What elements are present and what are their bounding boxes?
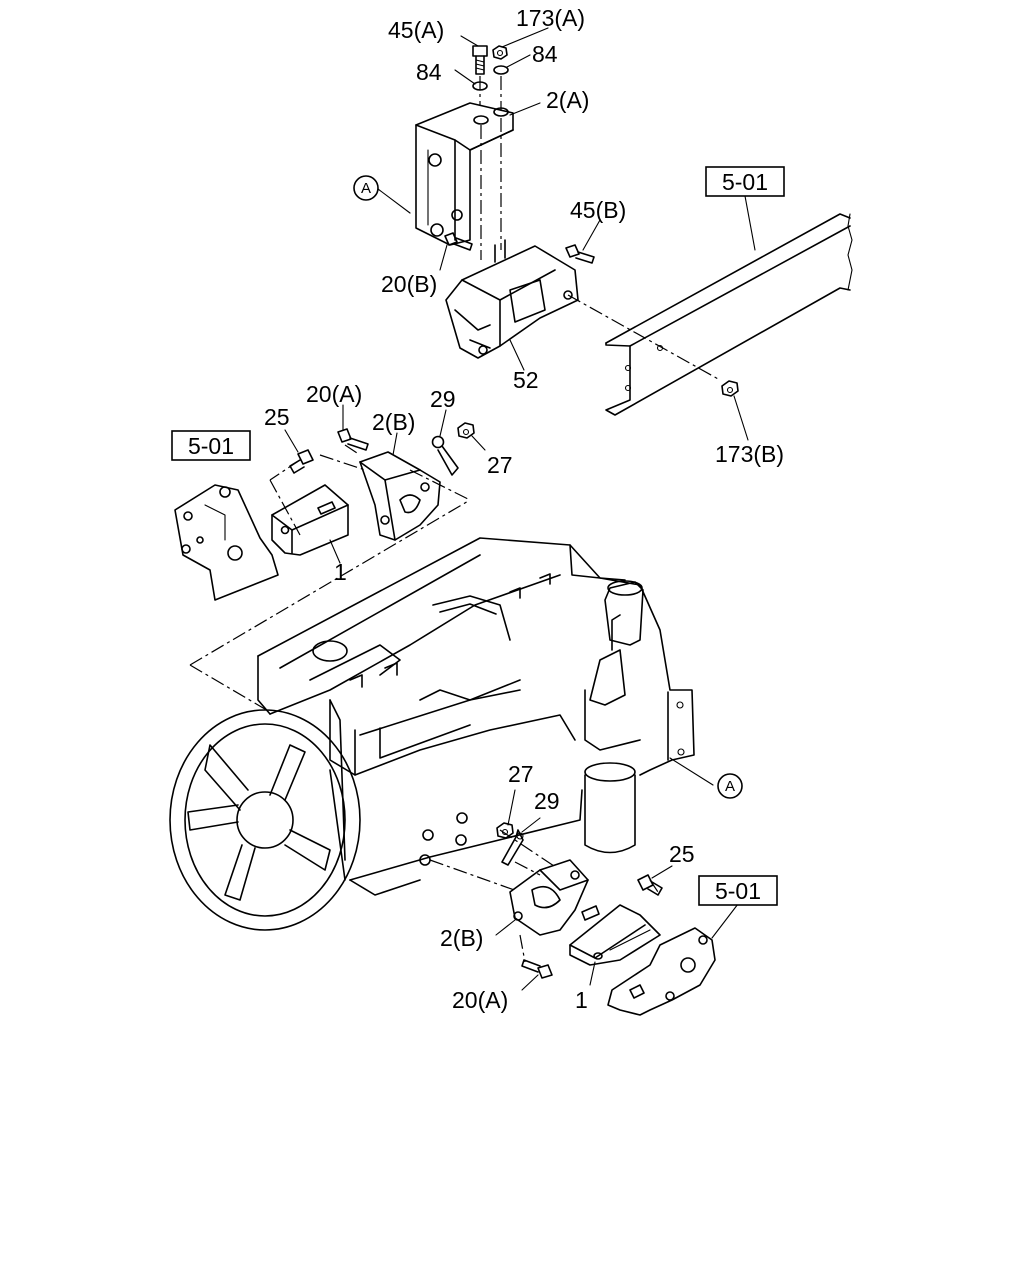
bolt-20a-top-part xyxy=(337,428,369,451)
callout-84-right: 84 xyxy=(532,41,558,67)
washer-29-bottom-part xyxy=(501,829,524,866)
callout-20a-bottom: 20(A) xyxy=(452,987,508,1013)
bracket-5-01-left-part xyxy=(174,484,279,601)
callout-173b: 173(B) xyxy=(715,441,784,467)
callout-45b: 45(B) xyxy=(570,197,626,223)
bolt-45b-part xyxy=(565,244,595,264)
transmission-housing-part xyxy=(569,544,695,854)
callout-2b-bottom: 2(B) xyxy=(440,925,483,951)
callout-25-bottom: 25 xyxy=(669,841,695,867)
frame-rail-right-part xyxy=(605,213,853,416)
bolt-25-bottom-part xyxy=(637,874,663,896)
ref-5-01-left-box[interactable]: 5-01 xyxy=(171,430,251,461)
washer-29-top-part xyxy=(431,435,459,476)
bracket-2b-bottom-part xyxy=(509,859,589,936)
callout-84-left: 84 xyxy=(416,59,442,85)
bolt-25-top-part xyxy=(289,449,314,474)
nut-27-bottom-part xyxy=(496,822,514,839)
bolt-45a-part xyxy=(472,45,488,75)
callout-45a: 45(A) xyxy=(388,17,444,43)
callout-20b: 20(B) xyxy=(381,271,437,297)
bracket-5-01-bottom-part xyxy=(607,927,716,1016)
bolt-20a-bottom-part xyxy=(521,959,553,979)
ref-5-01-bottom-label: 5-01 xyxy=(715,878,761,904)
bracket-2a-part xyxy=(415,102,514,246)
mount-1-bottom-part xyxy=(569,904,661,966)
ref-5-01-bottom-box[interactable]: 5-01 xyxy=(698,875,778,906)
callout-173a: 173(A) xyxy=(516,5,585,31)
callout-27-top: 27 xyxy=(487,452,513,478)
nut-27-top-part xyxy=(457,422,475,439)
ref-5-01-left-label: 5-01 xyxy=(188,433,234,459)
ref-5-01-top-box[interactable]: 5-01 xyxy=(705,166,785,197)
callout-20a-top: 20(A) xyxy=(306,381,362,407)
ref-a-engine-label: A xyxy=(725,778,735,795)
washer-84-right-part xyxy=(493,65,509,75)
bolt-20b-part xyxy=(444,232,473,251)
nut-173a-part xyxy=(492,45,508,60)
callout-27-bottom: 27 xyxy=(508,761,534,787)
callout-1-bottom: 1 xyxy=(575,987,588,1013)
callout-2a: 2(A) xyxy=(546,87,589,113)
fan-part xyxy=(169,699,361,931)
ref-a-top-marker: A xyxy=(353,175,379,201)
callout-52: 52 xyxy=(513,367,539,393)
nut-173b-part xyxy=(721,380,739,397)
callout-2b-top: 2(B) xyxy=(372,409,415,435)
callout-29-top: 29 xyxy=(430,386,456,412)
mount-52-part xyxy=(445,239,579,359)
bracket-2b-top-part xyxy=(359,451,441,541)
ref-a-top-label: A xyxy=(361,180,371,197)
callout-1-top: 1 xyxy=(334,559,347,585)
mount-1-top-part xyxy=(271,484,349,556)
ref-a-engine-marker: A xyxy=(717,773,743,799)
ref-5-01-top-label: 5-01 xyxy=(722,169,768,195)
callout-25-top: 25 xyxy=(264,404,290,430)
callout-29-bottom: 29 xyxy=(534,788,560,814)
